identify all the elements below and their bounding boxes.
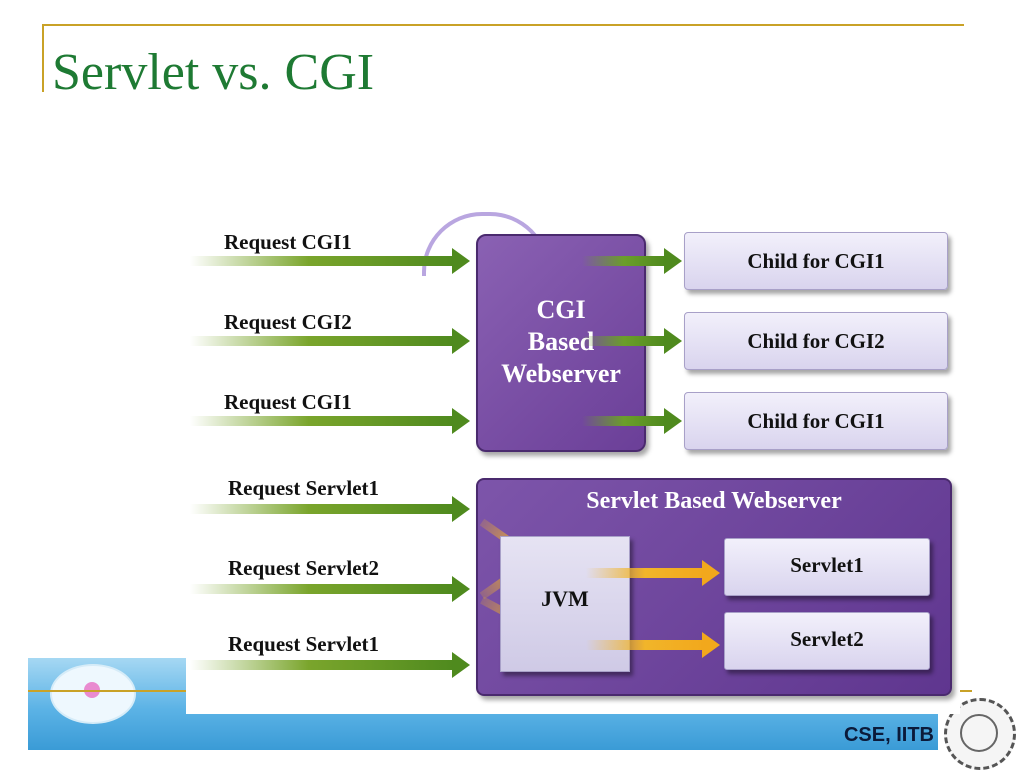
cgi-child-box: Child for CGI1 [684, 392, 948, 450]
arrow-head-icon [702, 560, 720, 586]
arrow-head-icon [452, 576, 470, 602]
servlet-webserver-panel: Servlet Based Webserver JVM Servlet1 Ser… [476, 478, 952, 696]
arrow-head-icon [452, 496, 470, 522]
slide-title: Servlet vs. CGI [52, 44, 375, 101]
servlet-dispatch-arrow [586, 632, 720, 658]
title-top-rule [42, 24, 964, 26]
servlet-box: Servlet1 [724, 538, 930, 596]
arrow-head-icon [664, 248, 682, 274]
title-left-rule [42, 24, 44, 92]
arrow-head-icon [452, 408, 470, 434]
cgi-request-label: Request CGI1 [224, 230, 352, 254]
cgi-request-label: Request CGI1 [224, 390, 352, 414]
servlet-request-label: Request Servlet2 [228, 556, 380, 580]
arrow-head-icon [452, 652, 470, 678]
arrow-head-icon [452, 328, 470, 354]
arrow-head-icon [452, 248, 470, 274]
footer-text: CSE, IITB [843, 724, 934, 746]
servlet-request-arrow [190, 652, 470, 678]
servlet-webserver-label: Servlet Based Webserver [586, 488, 842, 514]
cgi-request-arrow [190, 248, 470, 274]
servlet-vs-cgi-diagram: Request CGI1 Request CGI2 Request CGI1 C… [186, 208, 960, 714]
cgi-request-arrow [190, 328, 470, 354]
jvm-box: JVM [500, 536, 630, 672]
cgi-request-label: Request CGI2 [224, 310, 352, 334]
cgi-child-arrow [582, 248, 682, 274]
arrow-head-icon [664, 408, 682, 434]
cgi-child-arrow [582, 328, 682, 354]
cgi-child-box: Child for CGI1 [684, 232, 948, 290]
cgi-request-arrow [190, 408, 470, 434]
arrow-head-icon [702, 632, 720, 658]
cgi-child-arrow [582, 408, 682, 434]
servlet-request-label: Request Servlet1 [228, 476, 380, 500]
servlet-request-label: Request Servlet1 [228, 632, 380, 656]
servlet-dispatch-arrow [586, 560, 720, 586]
arrow-head-icon [664, 328, 682, 354]
servlet-request-arrow [190, 576, 470, 602]
servlet-request-arrow [190, 496, 470, 522]
servlet-box: Servlet2 [724, 612, 930, 670]
cgi-child-box: Child for CGI2 [684, 312, 948, 370]
seal-inner-icon [960, 714, 998, 752]
